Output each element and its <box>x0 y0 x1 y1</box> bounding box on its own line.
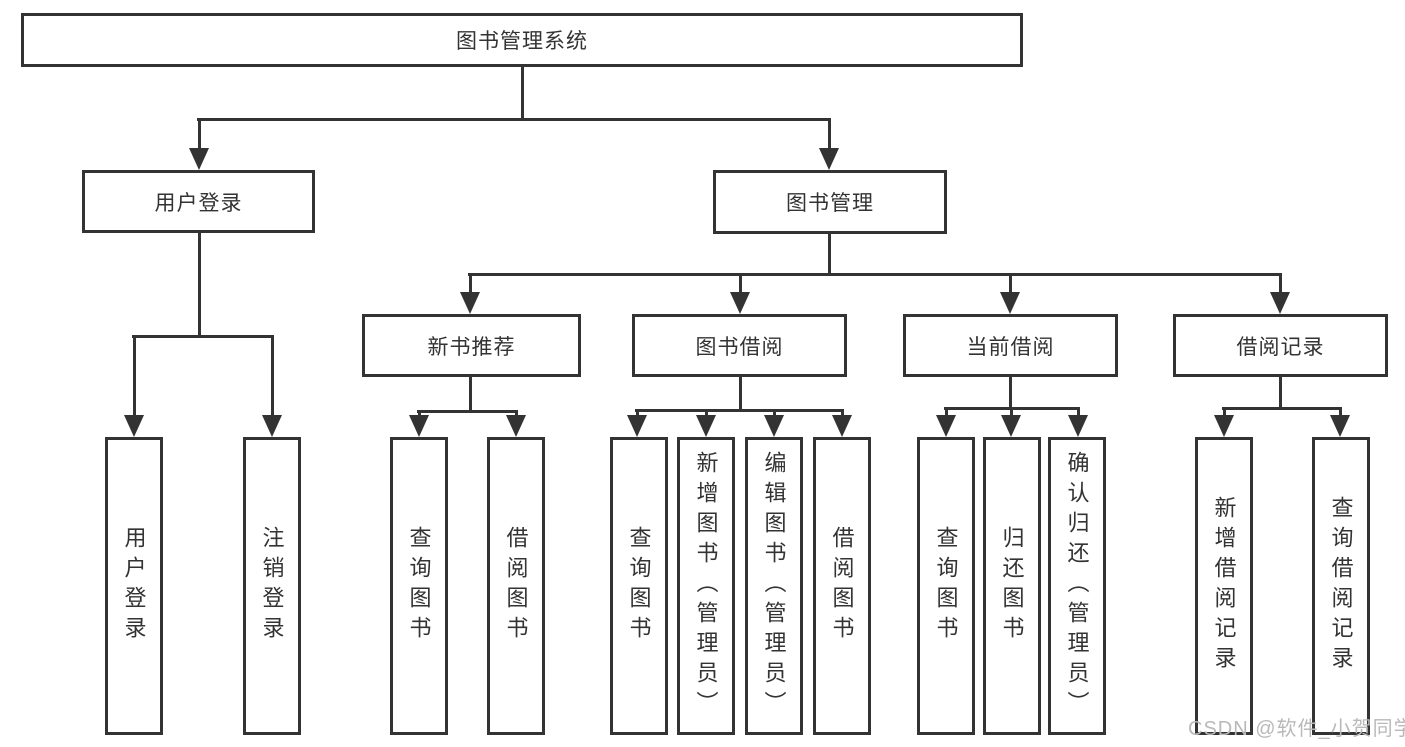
node-label: 当前借阅 <box>966 335 1055 359</box>
node-book-borrow: 图书借阅 <box>632 314 847 377</box>
connector-line <box>635 409 844 412</box>
connector-line <box>1339 407 1342 417</box>
node-user-login: 用户登录 <box>82 170 315 233</box>
node-root: 图书管理系统 <box>21 13 1023 67</box>
connector-line <box>469 377 472 412</box>
connector-line <box>1009 273 1012 295</box>
connector-line <box>1279 377 1282 409</box>
arrow-down-icon <box>730 292 750 314</box>
connector-line <box>828 234 831 275</box>
arrow-down-icon <box>506 415 526 437</box>
leaf-user-login: 用户登录 <box>105 437 163 735</box>
connector-line <box>828 118 831 154</box>
leaf-add-book-admin: 新增图书（管理员） <box>677 437 735 735</box>
connector-line <box>1279 273 1282 295</box>
node-new-book-recommend: 新书推荐 <box>362 314 581 377</box>
leaf-label: 编辑图书（管理员） <box>761 451 787 721</box>
leaf-query-borrow-record: 查询借阅记录 <box>1312 437 1370 735</box>
arrow-down-icon <box>262 415 282 437</box>
watermark: CSDN @软件_小贺同学 <box>1188 718 1405 740</box>
connector-line <box>198 118 201 154</box>
leaf-label: 查询图书 <box>626 526 652 646</box>
node-label: 新书推荐 <box>427 335 516 359</box>
leaf-label: 归还图书 <box>999 526 1025 646</box>
leaf-query-book-1: 查询图书 <box>390 437 448 735</box>
leaf-label: 查询图书 <box>406 526 432 646</box>
arrow-down-icon <box>819 148 839 170</box>
arrow-down-icon <box>409 415 429 437</box>
leaf-return-book: 归还图书 <box>983 437 1041 735</box>
leaf-query-book-2: 查询图书 <box>610 437 668 735</box>
connector-line <box>945 407 948 417</box>
node-book-management: 图书管理 <box>713 170 947 234</box>
node-current-borrow: 当前借阅 <box>903 314 1118 377</box>
leaf-label: 用户登录 <box>121 526 147 646</box>
leaf-add-borrow-record: 新增借阅记录 <box>1195 437 1253 735</box>
leaf-confirm-return-admin: 确认归还（管理员） <box>1048 437 1106 735</box>
connector-line <box>739 273 742 295</box>
connector-line <box>521 66 524 120</box>
arrow-down-icon <box>1270 292 1290 314</box>
connector-line <box>1223 407 1226 417</box>
connector-line <box>271 335 274 419</box>
leaf-label: 新增借阅记录 <box>1211 496 1237 676</box>
leaf-label: 注销登录 <box>259 526 285 646</box>
arrow-down-icon <box>764 415 784 437</box>
leaf-query-book-3: 查询图书 <box>917 437 975 735</box>
connector-line <box>705 409 708 417</box>
arrow-down-icon <box>1214 415 1234 437</box>
connector-line <box>636 409 639 417</box>
arrow-down-icon <box>1000 292 1020 314</box>
connector-line <box>773 409 776 417</box>
arrow-down-icon <box>832 415 852 437</box>
arrow-down-icon <box>1068 415 1088 437</box>
node-label: 借阅记录 <box>1236 335 1325 359</box>
connector-line <box>197 118 831 121</box>
leaf-label: 新增图书（管理员） <box>693 451 719 721</box>
arrow-down-icon <box>189 148 209 170</box>
connector-line <box>515 410 518 418</box>
connector-line <box>469 273 472 295</box>
connector-line <box>133 335 136 419</box>
connector-line <box>1009 377 1012 409</box>
connector-line <box>1222 407 1342 410</box>
connector-line <box>417 410 518 413</box>
arrow-down-icon <box>1001 415 1021 437</box>
connector-line <box>468 273 1282 276</box>
arrow-down-icon <box>124 415 144 437</box>
arrow-down-icon <box>627 415 647 437</box>
leaf-label: 借阅图书 <box>829 526 855 646</box>
leaf-label: 确认归还（管理员） <box>1064 451 1090 721</box>
connector-line <box>132 335 274 338</box>
leaf-label: 查询借阅记录 <box>1328 496 1354 676</box>
node-label: 图书借阅 <box>695 335 784 359</box>
connector-line <box>418 410 421 418</box>
connector-line <box>1010 407 1013 417</box>
connector-line <box>739 376 742 411</box>
arrow-down-icon <box>1330 415 1350 437</box>
leaf-label: 查询图书 <box>933 526 959 646</box>
node-root-label: 图书管理系统 <box>456 30 588 53</box>
leaf-label: 借阅图书 <box>503 526 529 646</box>
leaf-logout: 注销登录 <box>243 437 301 735</box>
connector-line <box>1077 407 1080 417</box>
arrow-down-icon <box>460 292 480 314</box>
connector-line <box>198 233 201 337</box>
leaf-borrow-book-1: 借阅图书 <box>487 437 545 735</box>
node-label: 图书管理 <box>786 192 874 215</box>
connector-line <box>841 409 844 417</box>
node-borrow-records: 借阅记录 <box>1173 314 1388 377</box>
arrow-down-icon <box>936 415 956 437</box>
leaf-borrow-book-2: 借阅图书 <box>813 437 871 735</box>
node-label: 用户登录 <box>154 191 243 215</box>
arrow-down-icon <box>696 415 716 437</box>
leaf-edit-book-admin: 编辑图书（管理员） <box>745 437 803 735</box>
